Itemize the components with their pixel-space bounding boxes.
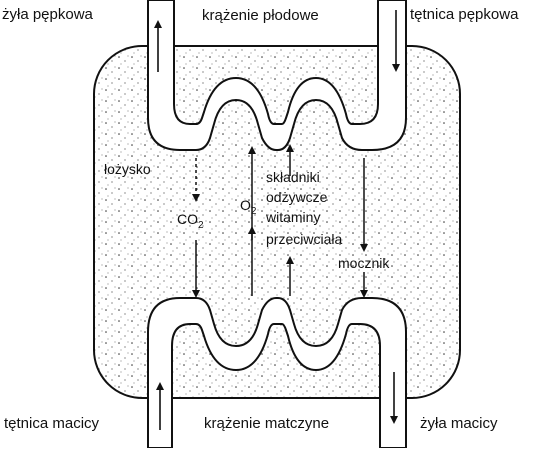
label-umbilical-vein: żyła pępkowa (2, 6, 94, 23)
label-maternal-circulation: krążenie matczyne (204, 415, 329, 432)
label-vitamins: witaminy (265, 209, 320, 225)
label-co2: CO2 (177, 211, 204, 231)
label-uterine-artery: tętnica macicy (4, 415, 100, 432)
co2-subscript: 2 (198, 220, 204, 231)
label-placenta: łożysko (104, 161, 151, 177)
label-nutrients-2: odżywcze (266, 189, 328, 205)
label-urea: mocznik (338, 255, 390, 271)
o2-text: O (240, 197, 251, 213)
fetal-vessel (147, 0, 407, 151)
label-o2: O2 (240, 197, 257, 217)
exchange-arrows (192, 144, 368, 298)
o2-subscript: 2 (251, 206, 257, 217)
co2-text: CO (177, 211, 198, 227)
label-fetal-circulation: krążenie płodowe (202, 7, 319, 24)
label-umbilical-artery: tętnica pępkowa (410, 6, 519, 23)
label-nutrients-1: składniki (266, 169, 320, 185)
label-uterine-vein: żyła macicy (420, 415, 498, 432)
label-antibodies: przeciwciała (266, 231, 342, 247)
